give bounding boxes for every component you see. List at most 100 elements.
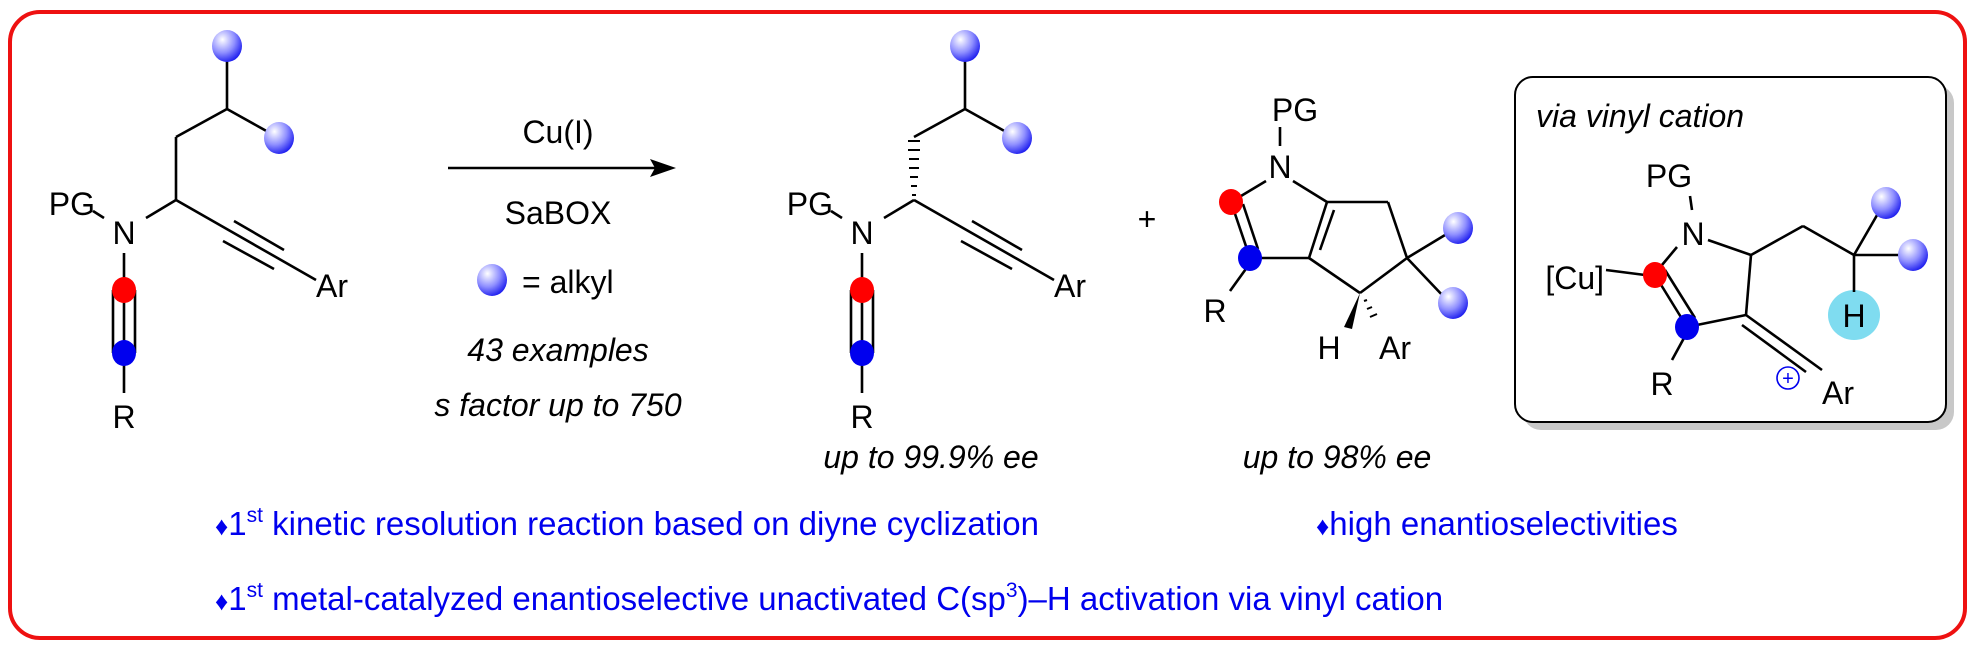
bond-line — [1292, 179, 1328, 204]
bond-line — [913, 198, 1055, 282]
s-factor: s factor up to 750 — [434, 387, 681, 423]
bond-line — [913, 107, 966, 139]
bond-line — [1363, 299, 1368, 302]
ar-label: Ar — [1822, 375, 1854, 411]
bond-line — [883, 198, 915, 220]
alkyl-ball-icon — [477, 264, 507, 296]
bond-line — [233, 219, 285, 252]
ar-label: Ar — [1379, 330, 1411, 366]
product1-ee: up to 99.9% ee — [823, 439, 1038, 475]
ligand-label: SaBOX — [505, 195, 612, 231]
bond-line — [1386, 201, 1409, 259]
panel-title: via vinyl cation — [1536, 98, 1744, 134]
cation-charge-icon — [1776, 366, 1800, 390]
bond-line — [1406, 230, 1451, 260]
text-span: 3 — [1006, 579, 1018, 602]
bond-line — [175, 107, 228, 139]
bond-line — [964, 107, 1009, 135]
bond-line — [1228, 265, 1250, 292]
bond-line — [1359, 256, 1408, 295]
text-span: high enantioselectivities — [1329, 505, 1678, 542]
text-span: st — [247, 579, 264, 602]
alkyl-ball-icon — [1898, 239, 1928, 271]
bond-line — [175, 198, 317, 282]
rect-shape — [1514, 76, 1947, 423]
text-span: 1 — [228, 580, 246, 617]
plus-sign: + — [1138, 201, 1157, 237]
intermediate-panel: via vinyl cation PG N [Cu] H R + Ar — [1514, 76, 1954, 430]
examples-count: 43 examples — [467, 332, 648, 368]
bond-line — [1605, 268, 1646, 277]
arrow-head-icon — [650, 159, 676, 177]
reaction-conditions: Cu(I) SaBOX = alkyl 43 examples s factor… — [434, 114, 681, 423]
alkyl-ball-icon — [1443, 212, 1473, 244]
cu-label: [Cu] — [1545, 260, 1604, 296]
red-atom-dot — [112, 277, 136, 303]
text-span: ♦ — [215, 511, 228, 541]
highlight-h-circle — [1828, 290, 1880, 340]
bond-line — [1369, 313, 1378, 318]
cation-plus: + — [1782, 368, 1794, 390]
alkyl-legend: = alkyl — [522, 264, 614, 300]
bond-line — [1741, 323, 1807, 374]
text-span: st — [247, 504, 264, 527]
bond-line — [226, 107, 271, 135]
text-span: 1 — [228, 505, 246, 542]
bond-line — [1852, 209, 1882, 256]
alkyl-ball-icon — [1871, 187, 1901, 219]
alkyl-ball-icon — [1438, 287, 1468, 319]
red-atom-dot — [1219, 189, 1243, 215]
h-label: H — [1842, 298, 1865, 334]
bond-line — [1308, 256, 1361, 295]
bond-line — [1670, 337, 1686, 361]
r-label: R — [1203, 293, 1226, 329]
r-label: R — [1650, 366, 1673, 402]
highlight-2: ♦high enantioselectivities — [1316, 505, 1678, 542]
pg-label: PG — [1272, 92, 1318, 128]
bond-line — [971, 219, 1023, 252]
text-span: kinetic resolution reaction based on diy… — [263, 505, 1039, 542]
alkyl-ball-icon — [1002, 122, 1032, 154]
wedge-bond — [1344, 293, 1360, 329]
bond-line — [1744, 254, 1753, 316]
bond-line — [1661, 246, 1678, 266]
bond-line — [1241, 203, 1260, 250]
ar-label: Ar — [1054, 268, 1086, 304]
red-atom-dot — [850, 277, 874, 303]
highlights: ♦1st kinetic resolution reaction based o… — [215, 504, 1678, 617]
text-span: )–H activation via vinyl cation — [1018, 580, 1444, 617]
r-label: R — [112, 399, 135, 435]
bond-line — [1688, 195, 1694, 211]
product2-ee: up to 98% ee — [1243, 439, 1432, 475]
reagent-label: Cu(I) — [522, 114, 593, 150]
red-atom-dot — [1643, 262, 1667, 288]
highlight-1: ♦1st kinetic resolution reaction based o… — [215, 504, 1039, 542]
bond-line — [1406, 257, 1446, 299]
bond-line — [1802, 224, 1855, 257]
text-span: ♦ — [1316, 511, 1329, 541]
ar-label: Ar — [316, 268, 348, 304]
text-span: metal-catalyzed enantioselective unactiv… — [263, 580, 1006, 617]
highlight-3: ♦1st metal-catalyzed enantioselective un… — [215, 579, 1443, 617]
pg-label: PG — [49, 186, 95, 222]
alkyl-ball-icon — [950, 30, 980, 62]
bond-line — [830, 209, 843, 220]
alkyl-ball-icon — [212, 30, 242, 62]
g-shape: PG N Ar R — [787, 30, 1086, 435]
substrate-structure: PG N Ar R — [49, 30, 348, 435]
blue-atom-dot — [112, 340, 136, 366]
r-label: R — [850, 399, 873, 435]
bond-line — [1307, 201, 1329, 259]
bond-line — [1663, 269, 1697, 319]
pg-label: PG — [1646, 158, 1692, 194]
n-label: N — [850, 215, 873, 251]
g-shape — [908, 140, 920, 196]
h-label: H — [1317, 330, 1340, 366]
blue-atom-dot — [1675, 314, 1699, 340]
bond-line — [1318, 209, 1336, 251]
blue-atom-dot — [850, 340, 874, 366]
bond-line — [1750, 224, 1804, 257]
bond-line — [1707, 238, 1752, 257]
bond-line — [1366, 306, 1373, 310]
